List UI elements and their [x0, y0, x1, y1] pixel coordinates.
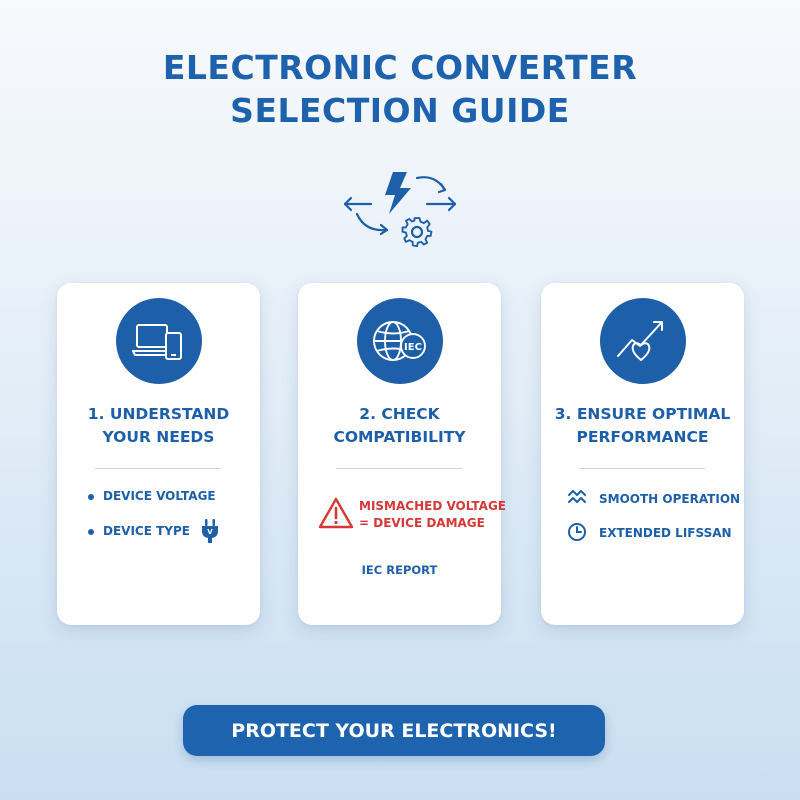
warning-triangle-icon — [318, 497, 354, 529]
card-2-title: 2. CHECK COMPATIBILITY — [298, 403, 501, 449]
item-label-extended-lifespan: EXTENDED LIFSSAN — [599, 526, 732, 540]
warning-line-1: MISMACHED VOLTAGE — [359, 499, 506, 513]
clock-icon — [568, 523, 586, 541]
bullet-dot-icon — [88, 494, 94, 500]
card-3-divider — [579, 468, 705, 469]
card-3-title-line-2: PERFORMANCE — [576, 428, 709, 446]
svg-text:V: V — [207, 528, 213, 536]
card-understand-needs: 1. UNDERSTAND YOUR NEEDS DEVICE VOLTAGE … — [57, 283, 260, 625]
card-1-title: 1. UNDERSTAND YOUR NEEDS — [57, 403, 260, 449]
warning-message: MISMACHED VOLTAGE = DEVICE DAMAGE — [359, 498, 506, 532]
globe-iec-icon: IEC — [372, 321, 426, 361]
trend-heart-icon — [616, 321, 663, 361]
card-2-title-line-2: COMPATIBILITY — [333, 428, 466, 446]
card-1-title-line-1: 1. UNDERSTAND — [87, 405, 230, 423]
card-2-divider — [336, 468, 462, 469]
card-3-title-line-1: 3. ENSURE OPTIMAL — [554, 405, 731, 423]
wave-lines-icon — [568, 490, 586, 503]
card-3-icon-circle — [599, 298, 686, 384]
bullet-dot-icon — [88, 529, 94, 535]
protect-electronics-button[interactable]: PROTECT YOUR ELECTRONICS! — [183, 705, 605, 756]
iec-badge-text: IEC — [404, 342, 422, 353]
item-label-device-voltage: DEVICE VOLTAGE — [103, 489, 216, 503]
item-label-smooth-operation: SMOOTH OPERATION — [599, 492, 741, 506]
card-2-title-line-1: 2. CHECK — [359, 405, 440, 423]
power-conversion-icon — [343, 172, 457, 248]
card-3-title: 3. ENSURE OPTIMAL PERFORMANCE — [541, 403, 744, 449]
iec-report-label: IEC REPORT — [361, 563, 438, 577]
card-2-icon-circle: IEC — [356, 298, 443, 384]
warning-line-2: = DEVICE DAMAGE — [359, 516, 485, 530]
card-optimal-performance: 3. ENSURE OPTIMAL PERFORMANCE SMOOTH OPE… — [541, 283, 744, 625]
page-title-line-2: SELECTION GUIDE — [230, 91, 570, 130]
card-1-icon-circle — [115, 298, 202, 384]
page-title: ELECTRONIC CONVERTER SELECTION GUIDE — [0, 46, 800, 132]
card-1-divider — [95, 468, 221, 469]
item-label-device-type: DEVICE TYPE — [103, 524, 190, 538]
plug-voltage-icon: V — [202, 519, 218, 543]
page-title-line-1: ELECTRONIC CONVERTER — [162, 48, 638, 87]
laptop-phone-icon — [131, 324, 182, 360]
card-check-compatibility: IEC 2. CHECK COMPATIBILITY MISMACHED VOL… — [298, 283, 506, 625]
card-1-title-line-2: YOUR NEEDS — [102, 428, 215, 446]
